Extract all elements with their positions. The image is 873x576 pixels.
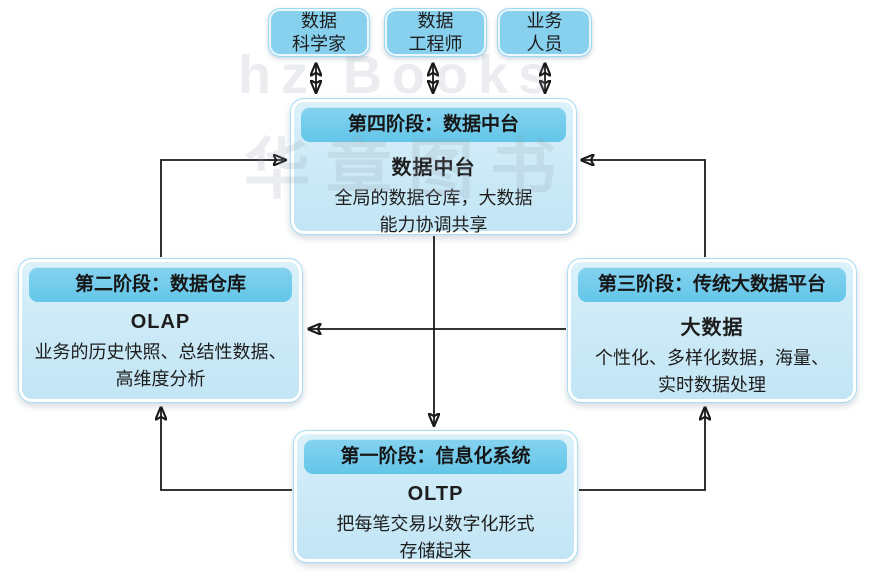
- actor-label-business-staff: 业务 人员: [526, 10, 563, 54]
- stage3-description: 个性化、多样化数据，海量、 实时数据处理: [595, 348, 829, 395]
- stage2-label: OLAP: [130, 311, 191, 333]
- stage4-label: 数据中台: [391, 157, 476, 179]
- stage2-description: 业务的历史快照、总结性数据、 高维度分析: [34, 342, 287, 389]
- arrow-stage3-to-stage4: [582, 160, 706, 257]
- stage2-header: 第二阶段：数据仓库: [29, 267, 292, 302]
- stage4-header: 第四阶段：数据中台: [301, 107, 566, 142]
- stage1-description: 把每笔交易以数字化形式 存储起来: [336, 514, 535, 561]
- actor-box-business-staff: 业务 人员: [497, 8, 592, 57]
- stage1-box: 第一阶段：信息化系统 OLTP 把每笔交易以数字化形式 存储起来: [293, 430, 578, 563]
- actor-box-data-scientist: 数据 科学家: [268, 8, 370, 57]
- stage3-box: 第三阶段：传统大数据平台 大数据 个性化、多样化数据，海量、 实时数据处理: [567, 258, 857, 403]
- stage2-box: 第二阶段：数据仓库 OLAP 业务的历史快照、总结性数据、 高维度分析: [18, 258, 303, 403]
- stage1-header: 第一阶段：信息化系统: [304, 439, 567, 474]
- actor-label-data-engineer: 数据 工程师: [408, 10, 463, 54]
- stage4-description: 全局的数据仓库，大数据 能力协调共享: [334, 188, 533, 235]
- stage3-header: 第三阶段：传统大数据平台: [578, 267, 846, 302]
- arrow-stage2-to-stage4: [160, 160, 285, 257]
- stage4-box: 第四阶段：数据中台 数据中台 全局的数据仓库，大数据 能力协调共享: [290, 98, 577, 235]
- actor-box-data-engineer: 数据 工程师: [384, 8, 487, 57]
- actor-label-data-scientist: 数据 科学家: [292, 10, 346, 54]
- arrow-stage1-to-stage3: [579, 408, 705, 491]
- stage3-label: 大数据: [680, 317, 744, 339]
- stage1-label: OLTP: [407, 483, 464, 505]
- arrow-stage1-to-stage2: [161, 408, 292, 491]
